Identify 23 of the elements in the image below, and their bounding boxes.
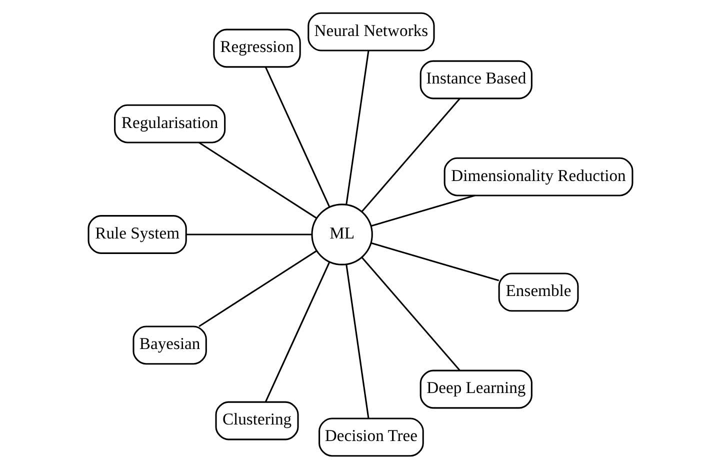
node-box: Dimensionality Reduction (444, 156, 634, 196)
node-box: Instance Based (420, 60, 532, 99)
node-circle: ML (311, 203, 373, 265)
connector (264, 66, 330, 207)
connector (361, 98, 460, 212)
node-box: Regularisation (114, 104, 226, 143)
connector (186, 233, 312, 235)
connector (361, 256, 460, 370)
node-box: Ensemble (498, 272, 579, 312)
node-box: Bayesian (132, 325, 207, 364)
connector (370, 242, 500, 281)
connector (264, 261, 330, 402)
node-box: Deep Learning (420, 369, 532, 408)
connector (198, 250, 318, 327)
connector (370, 194, 476, 226)
connector (198, 141, 318, 218)
node-box: Neural Networks (308, 12, 435, 51)
connector (346, 50, 370, 204)
node-box: Regression (213, 28, 301, 68)
node-box: Decision Tree (318, 417, 424, 456)
node-box: Clustering (215, 400, 299, 440)
node-box: Rule System (88, 214, 187, 254)
connector (346, 264, 370, 418)
